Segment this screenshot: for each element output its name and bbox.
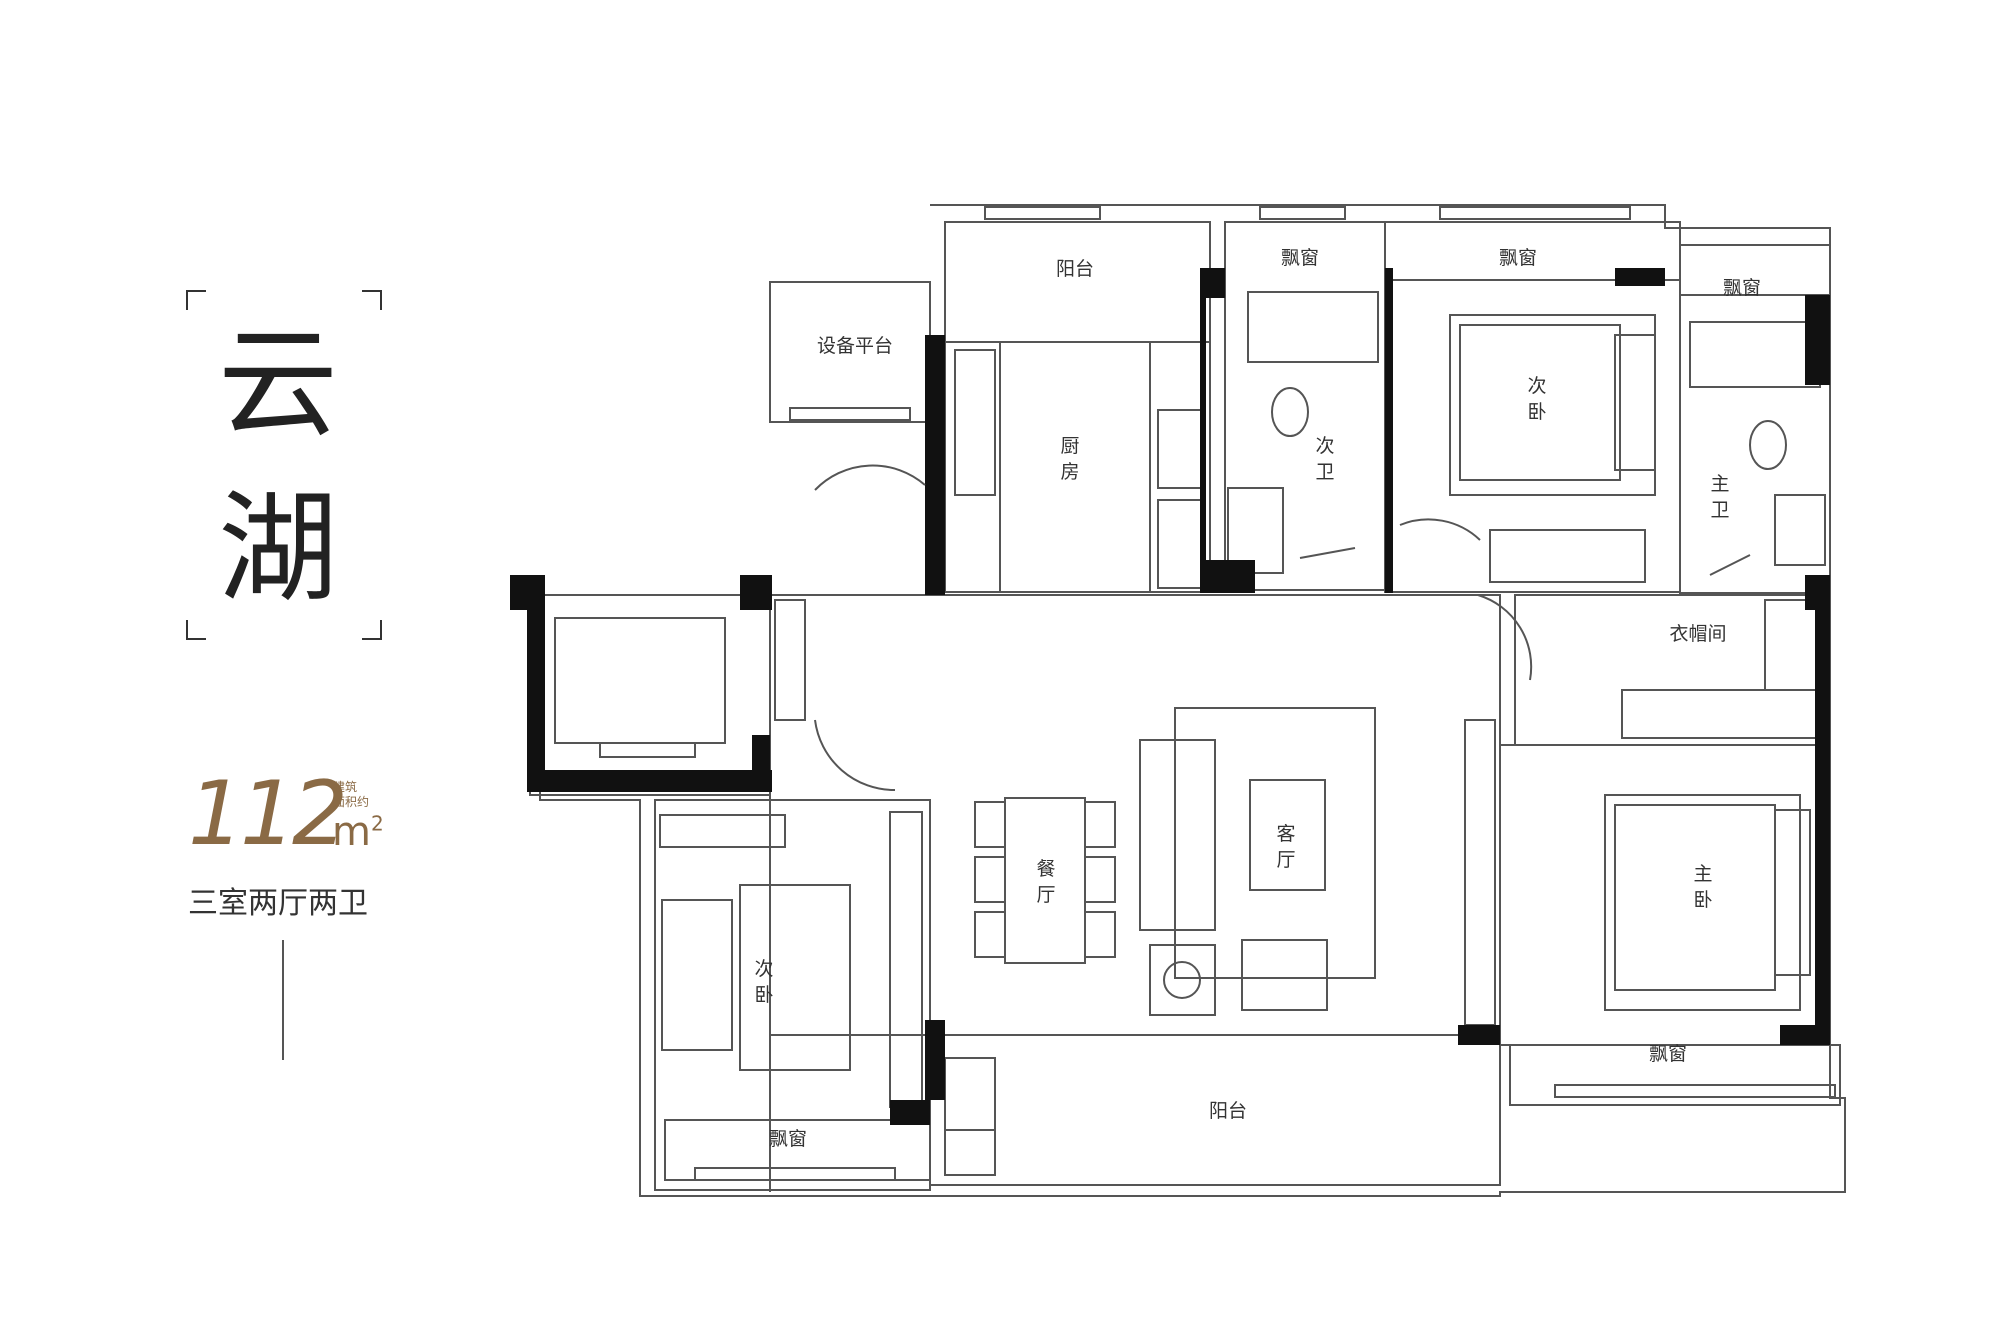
room-sec-bed-left-1: 次	[754, 958, 773, 980]
layout-label: 三室两厅两卫	[188, 886, 368, 921]
room-bay-window-a: 飘窗	[1281, 247, 1319, 269]
decor-line	[282, 940, 284, 1060]
title-corner-tl	[186, 290, 206, 310]
room-living-1: 客	[1276, 823, 1295, 845]
room-master-bath-2: 卫	[1710, 499, 1729, 521]
room-sec-bed-left-2: 卧	[754, 984, 773, 1006]
area-note: 建筑面积约	[333, 780, 370, 809]
room-bay-window-right: 飘窗	[1649, 1043, 1687, 1065]
room-master-bed-1: 主	[1693, 863, 1712, 885]
room-balcony-bottom: 阳台	[1209, 1100, 1247, 1122]
room-bay-window-b: 飘窗	[1499, 247, 1537, 269]
area-unit: m2	[332, 809, 384, 855]
area-value: 112	[188, 762, 348, 865]
title-char-2: 湖	[218, 480, 338, 619]
title-corner-br	[362, 620, 382, 640]
room-dining-1: 餐	[1036, 858, 1055, 880]
room-sec-bath-2: 卫	[1315, 461, 1334, 483]
room-sec-bath-1: 次	[1315, 435, 1334, 457]
room-balcony-top: 阳台	[1056, 258, 1094, 280]
room-sec-bed-top-2: 卧	[1527, 401, 1546, 423]
title-corner-tr	[362, 290, 382, 310]
room-sec-bed-top-1: 次	[1527, 375, 1546, 397]
room-dining-2: 厅	[1036, 884, 1055, 906]
title-corner-bl	[186, 620, 206, 640]
room-master-bed-2: 卧	[1693, 889, 1712, 911]
room-kitchen-2: 房	[1060, 461, 1079, 483]
room-bay-window-c: 飘窗	[1723, 277, 1761, 299]
room-living-2: 厅	[1276, 849, 1295, 871]
room-master-bath-1: 主	[1710, 473, 1729, 495]
room-cloakroom: 衣帽间	[1669, 623, 1726, 645]
room-bay-window-left: 飘窗	[769, 1128, 807, 1150]
title-char-1: 云	[218, 315, 338, 454]
room-kitchen-1: 厨	[1060, 435, 1079, 457]
room-equipment-platform: 设备平台	[817, 335, 893, 357]
